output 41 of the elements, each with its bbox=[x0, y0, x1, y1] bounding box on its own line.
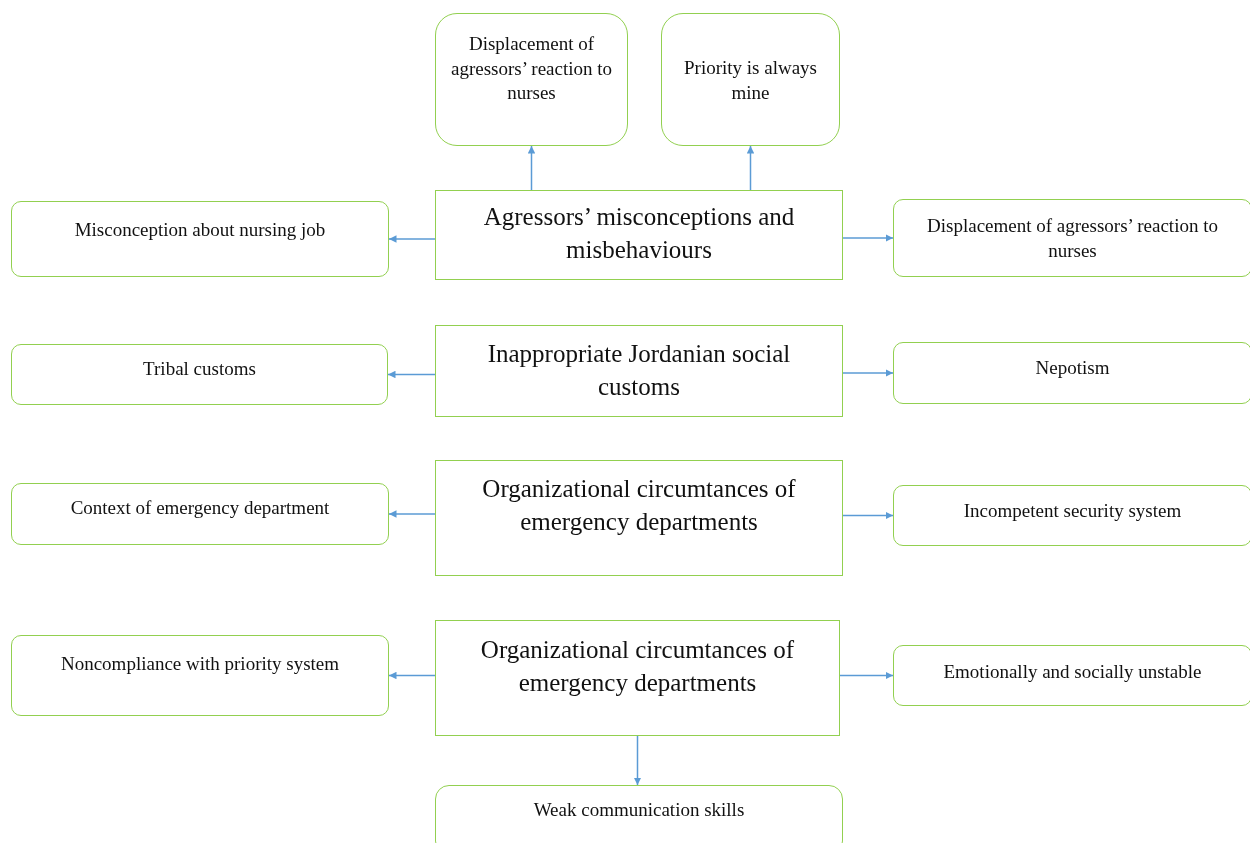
box-text: Emotionally and socially unstable bbox=[942, 660, 1203, 684]
arrow bbox=[842, 511, 894, 520]
category-box bbox=[435, 620, 840, 736]
box-text: Weak communication skills bbox=[532, 798, 746, 822]
rounded-box bbox=[435, 13, 628, 146]
arrow bbox=[746, 145, 755, 191]
arrow bbox=[842, 369, 894, 377]
box-text: Context of emergency department bbox=[69, 496, 331, 520]
box-text: Noncompliance with priority system bbox=[59, 652, 341, 676]
box-text: Incompetent security system bbox=[962, 499, 1183, 523]
rounded-box bbox=[893, 485, 1250, 546]
rounded-box bbox=[11, 635, 389, 716]
box-text: Displacement of agressors’ reaction to nurses bbox=[449, 32, 614, 106]
arrow bbox=[527, 145, 536, 191]
rounded-box bbox=[893, 645, 1250, 706]
rounded-box bbox=[11, 344, 388, 405]
arrow bbox=[633, 735, 642, 786]
arrow bbox=[839, 671, 894, 680]
arrow bbox=[388, 235, 436, 243]
arrow bbox=[387, 370, 436, 379]
rounded-box bbox=[435, 785, 843, 843]
box-text: Misconception about nursing job bbox=[73, 218, 327, 242]
arrow bbox=[388, 671, 436, 680]
box-text: Organizational circumtances of emergency departments bbox=[479, 635, 796, 698]
box-text: Tribal customs bbox=[142, 357, 257, 381]
arrow bbox=[842, 234, 894, 242]
category-box bbox=[435, 325, 843, 417]
rounded-box bbox=[661, 13, 840, 146]
category-box bbox=[435, 190, 843, 280]
category-box bbox=[435, 460, 843, 576]
rounded-box bbox=[893, 199, 1250, 277]
rounded-box bbox=[11, 483, 389, 545]
box-text: Inappropriate Jordanian social customs bbox=[486, 339, 792, 402]
box-text: Agressors’ misconceptions and misbehaviours bbox=[482, 202, 796, 265]
box-text: Organizational circumtances of emergency departments bbox=[481, 474, 797, 537]
box-text: Displacement of agressors’ reaction to nurses bbox=[926, 214, 1219, 263]
rounded-box bbox=[893, 342, 1250, 404]
box-text: Priority is always mine bbox=[683, 56, 818, 105]
rounded-box bbox=[11, 201, 389, 277]
box-text: Nepotism bbox=[1034, 356, 1111, 380]
arrow bbox=[388, 510, 436, 518]
